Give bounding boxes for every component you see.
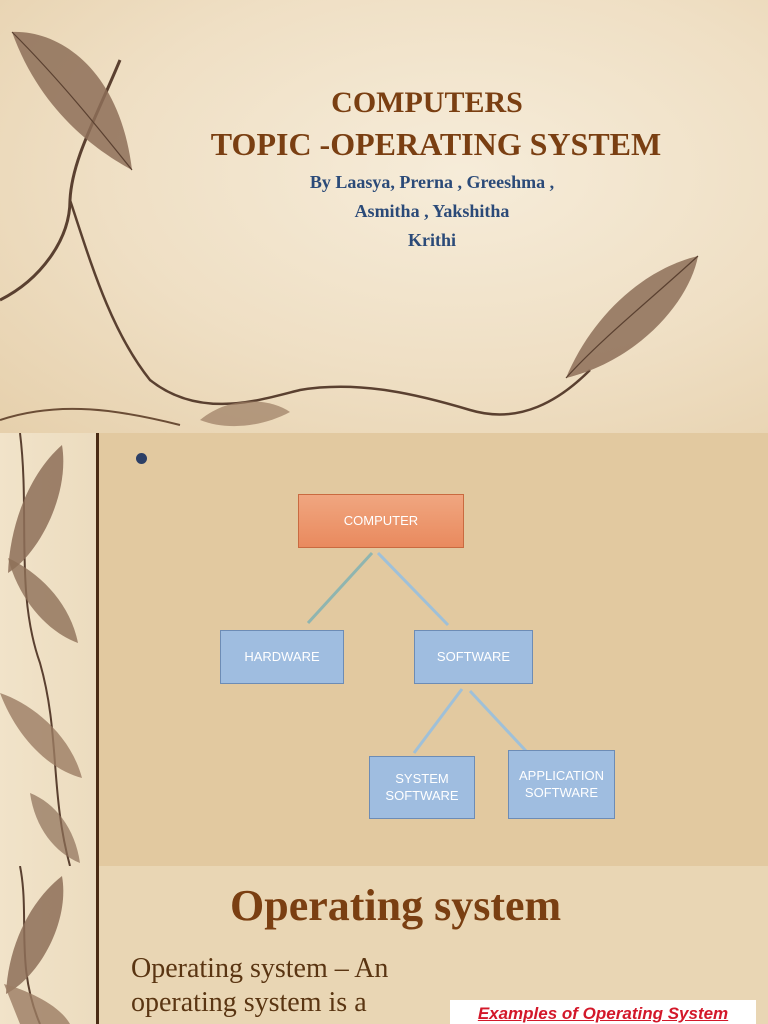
author-line-2: Asmitha , Yakshitha [354, 201, 510, 221]
diagram-slide: COMPUTER HARDWARE SOFTWARE SYSTEM SOFTWA… [0, 433, 768, 866]
leaf-branch-decoration [0, 31, 699, 427]
software-node: SOFTWARE [414, 630, 533, 684]
author-line-3: Krithi [408, 230, 456, 250]
operating-system-slide: Operating system Operating system – An o… [0, 866, 768, 1024]
hardware-node: HARDWARE [220, 630, 344, 684]
slide-body-text: Operating system – An operating system i… [131, 953, 389, 1018]
presentation-topic: TOPIC -OPERATING SYSTEM [210, 126, 662, 162]
author-line-1: By Laasya, Prerna , Greeshma , [309, 172, 555, 192]
divider-line [96, 866, 99, 1024]
slide-heading: Operating system [230, 881, 562, 930]
bullet-point [136, 453, 147, 464]
divider-line [96, 433, 99, 866]
diagram-connectors [306, 551, 528, 754]
system-software-node: SYSTEM SOFTWARE [369, 756, 475, 819]
leaf-strip-decoration [0, 433, 82, 866]
application-software-node: APPLICATION SOFTWARE [508, 750, 615, 819]
title-slide: COMPUTERS TOPIC -OPERATING SYSTEM By Laa… [0, 0, 768, 433]
examples-banner: Examples of Operating System [450, 1000, 756, 1024]
computer-node: COMPUTER [298, 494, 464, 548]
leaf-strip-decoration [4, 866, 70, 1024]
presentation-title: COMPUTERS [331, 86, 523, 119]
